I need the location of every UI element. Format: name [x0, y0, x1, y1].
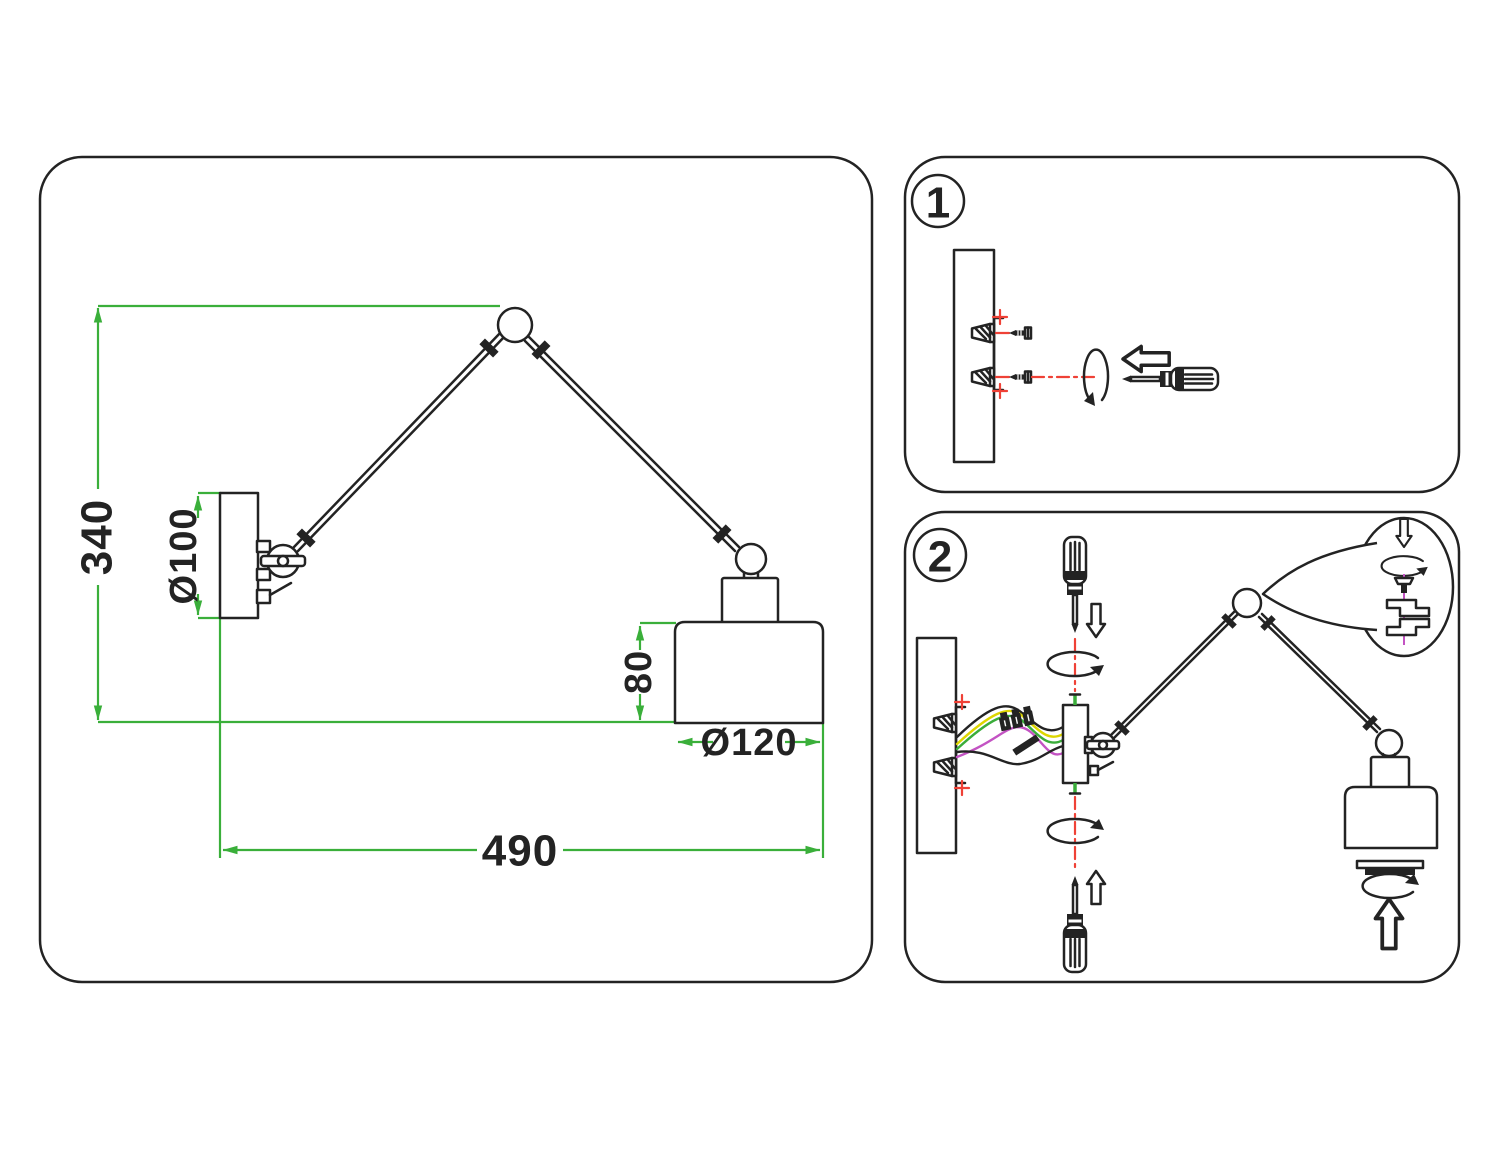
callout-bubble	[1261, 516, 1455, 658]
lamp-side-view	[218, 306, 825, 725]
knob-bracket	[255, 567, 272, 582]
supply-wires	[955, 705, 1065, 766]
step2-number: 2	[928, 533, 952, 582]
lamp-shade	[673, 620, 825, 725]
dimension-lines	[93, 307, 821, 855]
dim-label-width: 490	[482, 827, 558, 876]
lamp-assembly	[1083, 587, 1439, 850]
elbow-ball-joint	[496, 306, 534, 344]
extension-lines	[98, 304, 825, 858]
panel-border	[903, 155, 1461, 494]
wall-anchor-icon	[970, 366, 996, 388]
dimension-panel: 340 Ø100 80 Ø120 490	[38, 155, 874, 984]
terminal-block	[998, 705, 1040, 756]
outline-arrow-icon	[1373, 897, 1405, 951]
wall-anchor-icon	[970, 322, 996, 344]
panel-border	[38, 155, 874, 984]
arm-upper-section	[523, 335, 741, 553]
screwdriver-icon	[1062, 874, 1088, 974]
outline-arrow-icon	[1085, 602, 1107, 639]
dim-label-height: 340	[73, 499, 122, 575]
fixing-screw-icon	[1068, 692, 1082, 707]
outline-arrow-icon	[1085, 869, 1107, 906]
step1-panel: 1	[903, 155, 1461, 494]
dim-label-shade-diameter: Ø120	[701, 722, 798, 764]
adjustment-knob	[259, 543, 307, 579]
step-number-badge	[910, 173, 966, 229]
dimension-labels: 340 Ø100 80 Ø120 490	[73, 499, 798, 876]
elbow-ball-joint	[1231, 587, 1263, 619]
arm-lower-section	[1109, 609, 1240, 740]
wall-section	[915, 636, 958, 855]
diffuser-assembly	[1355, 859, 1425, 951]
screwdriver-icon	[1120, 366, 1220, 392]
screwdriver-icon	[1062, 535, 1088, 635]
toggle-switch	[255, 581, 293, 605]
shade-ball-joint	[1374, 728, 1404, 758]
toggle-switch	[1088, 760, 1115, 777]
step2-panel: 2	[903, 510, 1461, 984]
knob-screw-detail	[1385, 576, 1431, 637]
panel-border	[903, 510, 1461, 984]
wall-plate	[218, 491, 260, 620]
wall-anchor-icon	[932, 712, 958, 734]
screw-icon	[1007, 370, 1033, 384]
arm-lower-section	[292, 329, 508, 553]
knob-bracket	[255, 539, 272, 554]
wall-section	[952, 248, 996, 464]
callout-tail	[1261, 541, 1378, 632]
dim-label-backplate-diameter: Ø100	[163, 508, 205, 605]
step1-number: 1	[926, 179, 950, 228]
wall-anchor-icon	[932, 756, 958, 778]
outline-arrow-icon	[1121, 344, 1171, 374]
lamp-socket	[1369, 755, 1411, 790]
shade-ball-joint	[734, 542, 768, 576]
arm-upper-section	[1257, 612, 1382, 734]
screw-icon	[1007, 326, 1033, 340]
adjustment-knob	[1085, 731, 1121, 759]
rotation-arrow-icon	[1361, 872, 1421, 900]
lamp-shade	[1343, 785, 1439, 850]
lamp-socket	[720, 576, 780, 625]
step-number-badge	[912, 527, 968, 583]
fixing-screw-icon	[1068, 781, 1082, 796]
dim-label-shade-height: 80	[618, 650, 660, 694]
